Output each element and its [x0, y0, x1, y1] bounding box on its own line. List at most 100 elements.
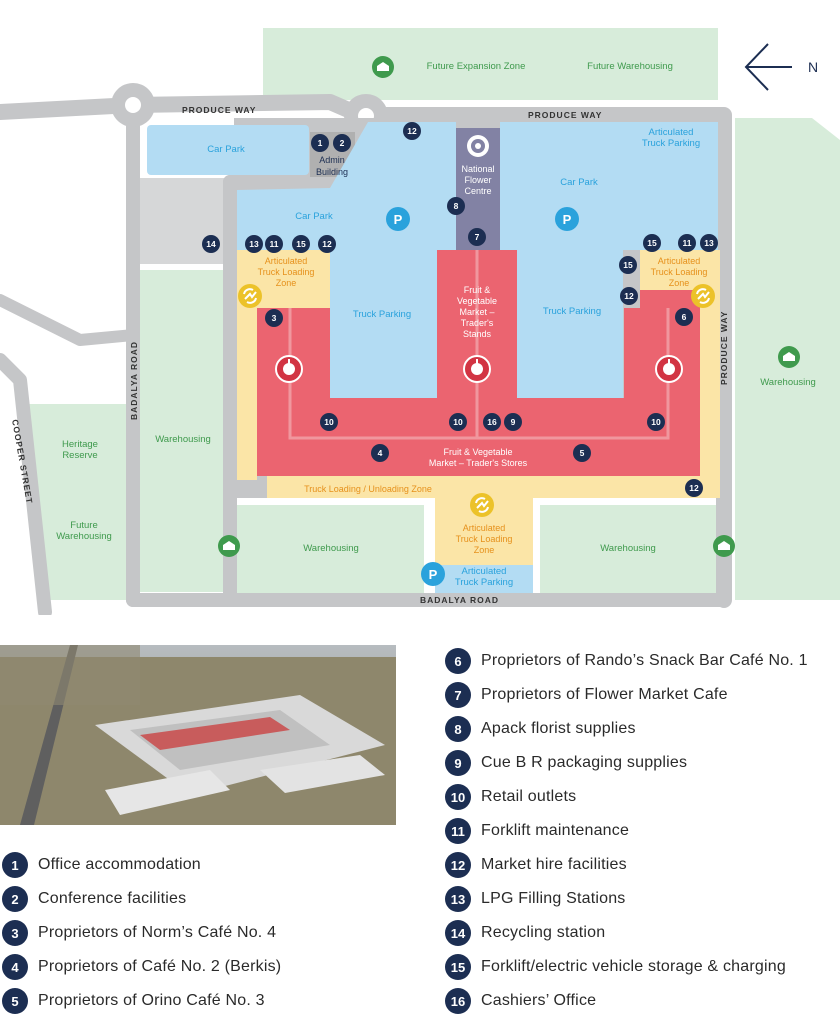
zone-label: Flower [464, 175, 491, 185]
zone-label: Stands [463, 329, 492, 339]
fruit-icon [275, 355, 303, 383]
marker-12: 12 [685, 479, 703, 497]
legend-label: Cue B R packaging supplies [481, 754, 688, 771]
zone-label: Heritage [62, 439, 98, 450]
marker-12: 12 [403, 122, 421, 140]
legend-label: Retail outlets [481, 788, 577, 805]
marker-11: 11 [265, 235, 283, 253]
marker-1: 1 [311, 134, 329, 152]
parking-icon: P [386, 207, 410, 231]
svg-text:P: P [563, 212, 572, 227]
zone-label: Market – Trader's Stores [429, 458, 528, 468]
zone-label: Reserve [62, 450, 97, 461]
svg-text:13: 13 [249, 239, 259, 249]
svg-text:11: 11 [270, 239, 279, 249]
svg-text:3: 3 [272, 313, 277, 323]
legend-label: Office accommodation [38, 856, 201, 873]
legend-number-badge: 3 [2, 920, 28, 946]
svg-text:7: 7 [475, 232, 480, 242]
warehouse-icon [218, 535, 240, 557]
road-label-produce-way: PRODUCE WAY [528, 110, 602, 120]
future-expansion-zone [263, 28, 718, 100]
parking-icon: P [555, 207, 579, 231]
articulated-parking-bottom-zone [435, 565, 533, 593]
zone-label: Fruit & Vegetable [443, 447, 512, 457]
truck-loading-icon [470, 493, 494, 517]
zone-label: Admin [319, 155, 345, 165]
svg-text:12: 12 [624, 291, 634, 301]
svg-text:12: 12 [407, 126, 417, 136]
produce-way-road [0, 94, 732, 608]
marker-13: 13 [245, 235, 263, 253]
legend-label: Proprietors of Café No. 2 (Berkis) [38, 958, 282, 975]
zone-label: Truck Loading / Unloading Zone [304, 484, 432, 494]
marker-11: 11 [678, 234, 696, 252]
warehousing-bottom-right-zone [540, 505, 720, 593]
svg-text:8: 8 [454, 201, 459, 211]
zone-label: Car Park [560, 177, 598, 188]
zone-label: Fruit & [464, 285, 491, 295]
legend-label: Proprietors of Flower Market Cafe [481, 686, 728, 703]
marker-15: 15 [292, 235, 310, 253]
marker-15: 15 [643, 234, 661, 252]
zone-label: Truck Parking [642, 138, 700, 149]
legend-label: Proprietors of Orino Café No. 3 [38, 992, 265, 1009]
marker-14: 14 [202, 235, 220, 253]
fruit-icon [655, 355, 683, 383]
fruit-icon [463, 355, 491, 383]
cooper-street-road [0, 353, 52, 615]
svg-text:10: 10 [453, 417, 463, 427]
legend-number-badge: 5 [2, 988, 28, 1014]
legend-label: Forklift maintenance [481, 822, 630, 839]
road-label-badalya-road: BADALYA ROAD [420, 595, 499, 605]
legend-number-badge: 15 [445, 954, 471, 980]
marker-10: 10 [647, 413, 665, 431]
zone-label: Zone [474, 545, 495, 555]
zone-label: Articulated [462, 566, 507, 577]
aerial-photo [0, 645, 396, 825]
legend-number-badge: 10 [445, 784, 471, 810]
svg-text:15: 15 [296, 239, 306, 249]
marker-4: 4 [371, 444, 389, 462]
car-park-top-left-zone [147, 125, 309, 175]
zone-label: Warehousing [56, 531, 112, 542]
marker-7: 7 [468, 228, 486, 246]
legend-number-badge: 2 [2, 886, 28, 912]
svg-text:16: 16 [487, 417, 497, 427]
legend-item-5: 5 Proprietors of Orino Café No. 3 [2, 988, 265, 1014]
warehouse-icon [778, 346, 800, 368]
marker-10: 10 [449, 413, 467, 431]
zone-label: Car Park [295, 211, 333, 222]
zone-label: Future [70, 520, 97, 531]
zone-label: National [461, 164, 494, 174]
zone-label: Zone [276, 278, 297, 288]
legend-number-badge: 7 [445, 682, 471, 708]
marker-15: 15 [619, 256, 637, 274]
zone-label: Market – [459, 307, 494, 317]
marker-3: 3 [265, 309, 283, 327]
svg-text:15: 15 [623, 260, 633, 270]
legend-label: Conference facilities [38, 890, 187, 907]
svg-text:14: 14 [206, 239, 216, 249]
svg-text:5: 5 [580, 448, 585, 458]
svg-text:9: 9 [511, 417, 516, 427]
legend-number-badge: 12 [445, 852, 471, 878]
road-label-badalya-road: BADALYA ROAD [129, 341, 139, 420]
marker-12: 12 [318, 235, 336, 253]
site-map: N PRODUCE WAY PRODUCE WAY PRODUCE WAY BA… [0, 28, 840, 615]
zone-label: Warehousing [600, 543, 656, 554]
legend-item-2: 2 Conference facilities [2, 886, 186, 912]
legend-item-7: 7 Proprietors of Flower Market Cafe [445, 682, 728, 708]
legend-number-badge: 11 [445, 818, 471, 844]
svg-text:4: 4 [378, 448, 383, 458]
svg-text:10: 10 [651, 417, 661, 427]
parking-icon: P [421, 562, 445, 586]
